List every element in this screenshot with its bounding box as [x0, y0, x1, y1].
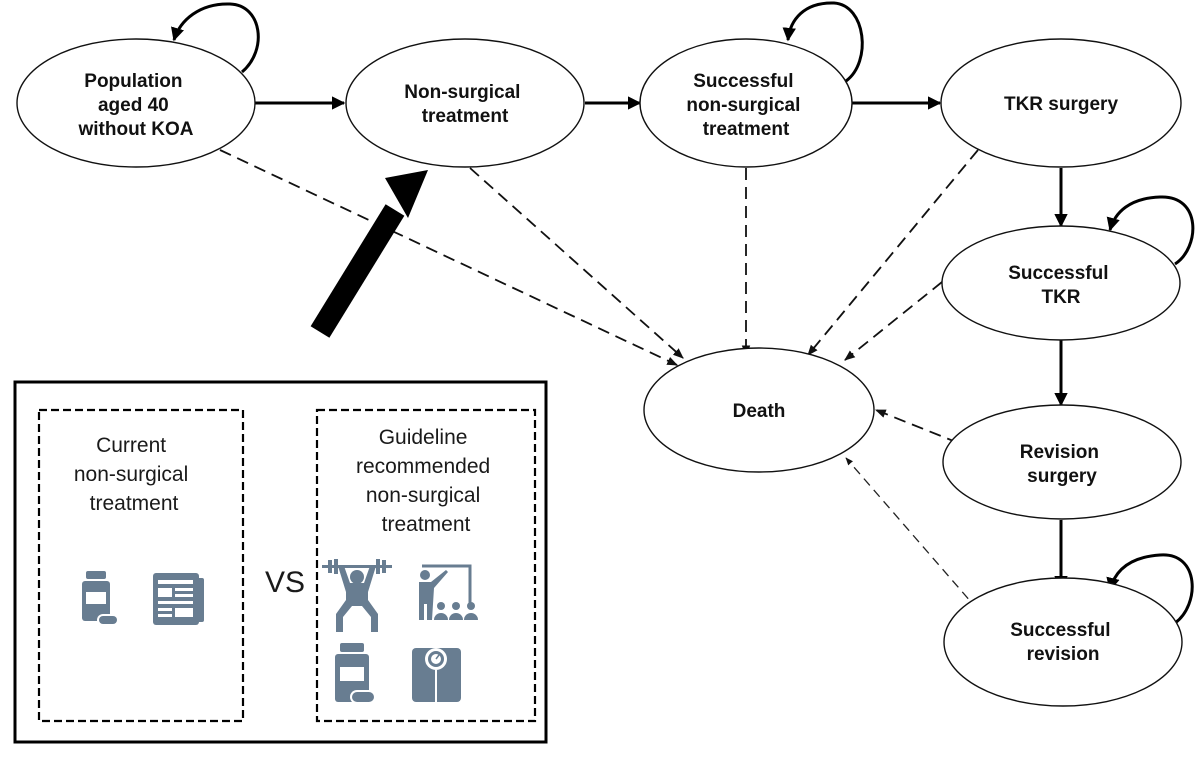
vs-label: VS	[265, 566, 305, 599]
node-non-surgical: Non-surgical treatment	[345, 38, 585, 168]
emphasis-arrow-head	[385, 170, 428, 218]
node-population: Population aged 40 without KOA	[16, 38, 256, 168]
weightlifting-exercise-icon	[322, 559, 392, 632]
node-revision-surgery-label: Revision surgery	[1020, 442, 1104, 487]
current-treatment-box: Current non-surgical treatment	[37, 408, 245, 723]
node-successful-non-surgical-label: Successful non-surgical treatment	[686, 71, 805, 140]
node-successful-revision: Successful revision	[943, 577, 1183, 707]
guideline-treatment-label: Guideline recommended non-surgical treat…	[356, 426, 496, 536]
dashed-successful-revision-to-death	[845, 457, 979, 611]
node-population-label: Population aged 40 without KOA	[77, 71, 193, 140]
weight-scale-icon	[412, 648, 461, 702]
node-successful-revision-label: Successful revision	[1010, 620, 1116, 665]
comparison-box: Current non-surgical treatment	[13, 380, 548, 744]
node-successful-tkr: Successful TKR	[941, 225, 1181, 341]
self-loops	[171, 1, 1195, 625]
node-death: Death	[643, 347, 875, 473]
medication-bottle-icon	[82, 571, 119, 626]
education-class-icon	[419, 564, 478, 620]
death-transitions	[219, 149, 979, 611]
node-tkr-surgery-label: TKR surgery	[1004, 94, 1118, 115]
self-loop-successful-nonsurgical	[782, 1, 864, 83]
self-loop-population	[171, 2, 260, 74]
newspaper-icon	[153, 573, 204, 625]
node-death-label: Death	[733, 401, 786, 422]
current-treatment-label: Current non-surgical treatment	[74, 434, 194, 515]
self-loop-successful-revision	[1106, 553, 1194, 625]
node-non-surgical-label: Non-surgical treatment	[404, 82, 525, 127]
dashed-tkr-to-death	[807, 149, 979, 356]
self-loop-successful-tkr	[1106, 195, 1195, 266]
guideline-treatment-frame	[315, 408, 537, 723]
solid-transitions	[255, 96, 1068, 590]
node-successful-non-surgical: Successful non-surgical treatment	[639, 38, 853, 168]
current-treatment-frame	[37, 408, 245, 723]
guideline-treatment-box: Guideline recommended non-surgical treat…	[315, 408, 537, 723]
dashed-nonsurgical-to-death	[469, 167, 684, 359]
medication-bottle-icon	[335, 643, 376, 704]
node-revision-surgery: Revision surgery	[942, 404, 1182, 520]
dashed-population-to-death	[219, 149, 678, 366]
dashed-successful-tkr-to-death	[844, 281, 943, 361]
emphasis-arrow	[310, 170, 428, 338]
emphasis-arrow-shaft	[310, 204, 405, 338]
node-successful-tkr-label: Successful TKR	[1008, 263, 1114, 308]
node-tkr-surgery: TKR surgery	[940, 38, 1182, 168]
